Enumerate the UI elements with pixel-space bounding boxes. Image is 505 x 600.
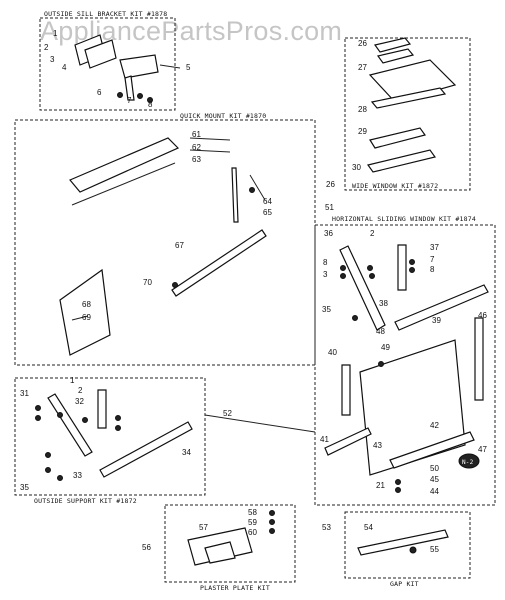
part-61: 61 [192, 130, 201, 139]
kit-label-gap: GAP KIT [390, 580, 419, 588]
part-68: 68 [82, 300, 91, 309]
part-45: 45 [430, 475, 439, 484]
badge: N-2 [462, 459, 474, 466]
horizontal-sliding-window-kit-box [314, 224, 496, 506]
outside-sill-bracket-kit-box [39, 17, 176, 111]
part-65: 65 [263, 208, 272, 217]
sill-bracket-parts [74, 34, 181, 103]
part-57: 57 [199, 523, 208, 532]
kit-label-outside-support: OUTSIDE SUPPORT KIT #1872 [34, 497, 137, 505]
part-58: 58 [248, 508, 257, 517]
part-49: 49 [381, 343, 390, 352]
part-8b: 8 [430, 265, 435, 274]
part-21: 21 [376, 481, 385, 490]
part-2: 2 [44, 43, 49, 52]
part-3b: 3 [323, 270, 328, 279]
part-54: 54 [364, 523, 373, 532]
part-67: 67 [175, 241, 184, 250]
part-40: 40 [328, 348, 337, 357]
sliding-window-parts [324, 244, 489, 493]
kit-label-outside-sill-bracket: OUTSIDE SILL BRACKET KIT #1878 [44, 10, 168, 18]
part-53: 53 [322, 523, 331, 532]
plaster-plate-parts [187, 510, 275, 566]
part-1b: 1 [70, 376, 75, 385]
part-63: 63 [192, 155, 201, 164]
part-5: 5 [186, 63, 191, 72]
part-43: 43 [373, 441, 382, 450]
part-44: 44 [430, 487, 439, 496]
part-4: 4 [62, 63, 67, 72]
part-1: 1 [53, 29, 58, 38]
part-64: 64 [263, 197, 272, 206]
part-50: 50 [430, 464, 439, 473]
kit-label-wide-window: WIDE WINDOW KIT #1872 [352, 182, 439, 190]
wide-window-kit-box [344, 37, 471, 191]
part-70: 70 [143, 278, 152, 287]
quick-mount-kit-box [14, 119, 316, 366]
kit-label-quick-mount: QUICK MOUNT KIT #1870 [180, 112, 267, 120]
part-51: 51 [325, 203, 334, 212]
part-69: 69 [82, 313, 91, 322]
part-55: 55 [430, 545, 439, 554]
part-47: 47 [478, 445, 487, 454]
part-48: 48 [376, 327, 385, 336]
part-42: 42 [430, 421, 439, 430]
part-34: 34 [182, 448, 191, 457]
kit-label-plaster-plate: PLASTER PLATE KIT [200, 584, 270, 592]
part-26: 26 [358, 39, 367, 48]
part-27: 27 [358, 63, 367, 72]
part-7: 7 [127, 96, 132, 105]
part-38: 38 [379, 299, 388, 308]
part-33: 33 [73, 471, 82, 480]
plaster-plate-kit-box [164, 504, 296, 583]
outside-support-kit-box [14, 377, 206, 496]
part-36: 36 [324, 229, 333, 238]
part-35: 35 [322, 305, 331, 314]
part-7b: 7 [430, 255, 435, 264]
part-2c: 2 [78, 386, 83, 395]
part-32: 32 [75, 397, 84, 406]
part-8: 8 [148, 100, 153, 109]
wide-window-parts [366, 37, 457, 173]
part-30: 30 [352, 163, 361, 172]
kit-label-horizontal-sliding-window: HORIZONTAL SLIDING WINDOW KIT #1874 [332, 215, 476, 223]
part-56: 56 [142, 543, 151, 552]
part-60: 60 [248, 528, 257, 537]
part-3: 3 [50, 55, 55, 64]
part-37: 37 [430, 243, 439, 252]
gap-kit-box [344, 511, 471, 579]
part-8c: 8 [323, 258, 328, 267]
part-31: 31 [20, 389, 29, 398]
part-29: 29 [358, 127, 367, 136]
part-39: 39 [432, 316, 441, 325]
quick-mount-parts [59, 137, 267, 356]
part-59: 59 [248, 518, 257, 527]
part-35b: 35 [20, 483, 29, 492]
outside-support-parts [35, 389, 316, 481]
part-6: 6 [97, 88, 102, 97]
part-41: 41 [320, 435, 329, 444]
part-number-callouts: 1 2 3 4 5 6 7 8 26 27 28 29 30 26 61 62 … [20, 29, 487, 554]
part-28: 28 [358, 105, 367, 114]
part-2b: 2 [370, 229, 375, 238]
part-26b: 26 [326, 180, 335, 189]
part-62: 62 [192, 143, 201, 152]
part-52: 52 [223, 409, 232, 418]
part-46: 46 [478, 311, 487, 320]
gap-kit-parts [357, 529, 449, 556]
